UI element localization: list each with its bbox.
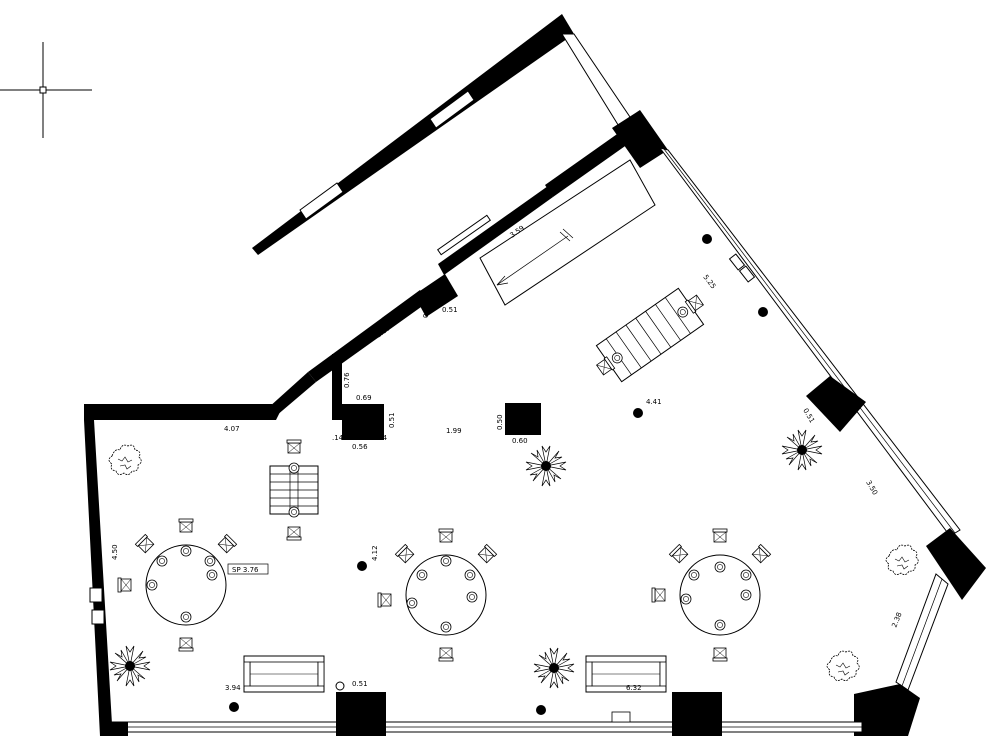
dim-label: 0.60 xyxy=(512,437,528,445)
bottom-exterior-wall xyxy=(100,681,863,736)
plant-icon xyxy=(109,645,151,687)
dim-label: 1.99 xyxy=(446,427,462,435)
dim-label: 4.07 xyxy=(224,425,240,433)
dim-label: 0.50 xyxy=(496,414,504,430)
dim-label: 0.56 xyxy=(352,443,368,451)
dim-label: 4.12 xyxy=(371,545,379,561)
dim-label: 0.51 xyxy=(801,407,816,425)
fixture-dots xyxy=(229,234,768,715)
round-table-right xyxy=(651,528,772,662)
round-table-left xyxy=(117,518,238,652)
plant-icon xyxy=(525,445,567,487)
shrub-icon xyxy=(885,544,919,575)
dim-label: SP 3.76 xyxy=(232,566,259,574)
dim-label: 2.38 xyxy=(890,611,903,628)
dim-label: 3.94 xyxy=(225,684,241,692)
right-exterior-wall xyxy=(658,147,986,736)
upper-exterior-wall xyxy=(252,14,633,255)
plant-icon xyxy=(781,429,823,471)
interior-column xyxy=(505,403,541,435)
round-table-center xyxy=(377,528,498,662)
dim-label: 0.51 xyxy=(388,412,396,428)
shrub-icon xyxy=(826,650,860,681)
plant-icon xyxy=(533,647,575,689)
dining-table-upper-right xyxy=(595,287,705,383)
dim-label: 0.52 xyxy=(422,302,430,318)
sofa-left xyxy=(243,655,325,693)
dim-label: 4.50 xyxy=(111,544,119,560)
dim-label: 4.41 xyxy=(646,398,662,406)
dim-label: .14 xyxy=(376,434,388,442)
dim-label: 6.32 xyxy=(626,684,642,692)
dim-label: 0.51 xyxy=(442,306,458,314)
dim-label: 0.76 xyxy=(343,372,351,388)
dim-label: .14 xyxy=(332,434,344,442)
left-exterior-wall xyxy=(84,354,384,736)
crosshair-cursor-icon xyxy=(0,42,92,138)
dim-label: 0.51 xyxy=(352,680,368,688)
dim-label: 0.69 xyxy=(356,394,372,402)
dining-table-left xyxy=(269,439,319,541)
dim-label: 3.50 xyxy=(864,479,879,497)
dim-label: 5.25 xyxy=(701,273,717,290)
shrub-icon xyxy=(108,444,142,476)
sp-label-box: SP 3.76 xyxy=(227,563,269,575)
